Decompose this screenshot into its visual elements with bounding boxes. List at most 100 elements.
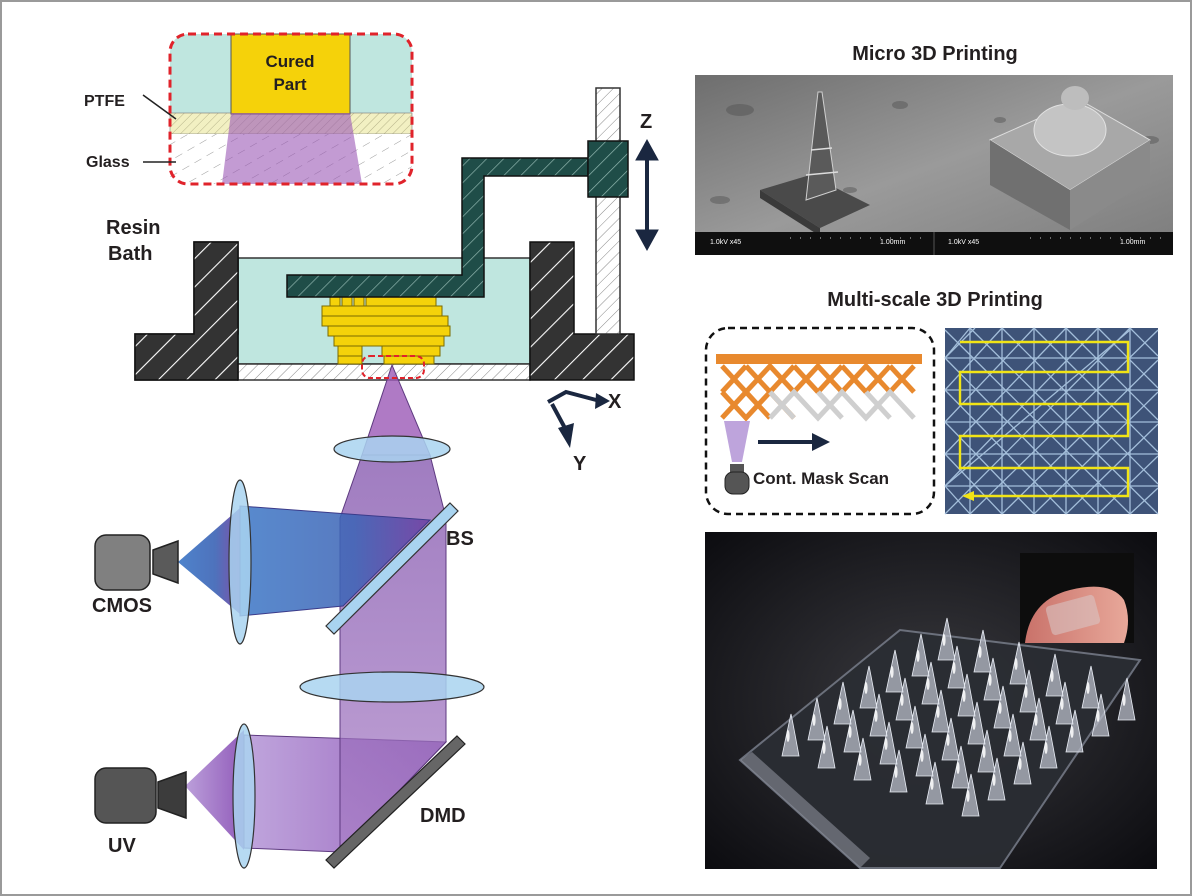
microneedle-highlight (1070, 726, 1074, 738)
lens-uv (232, 723, 256, 869)
microneedle-highlight (1050, 670, 1054, 682)
sem-image: 1.0kV x45 1.00mm 1.0kV x45 1.00mm (695, 75, 1173, 255)
microneedle-highlight (1122, 694, 1126, 706)
microneedle-highlight (1034, 714, 1038, 726)
microneedle (817, 725, 836, 769)
microneedle (983, 657, 1002, 701)
dmd-mirror (325, 735, 466, 869)
cured-label-2: Part (273, 75, 306, 94)
microneedle (937, 617, 956, 661)
multiscale-title: Multi-scale 3D Printing (827, 289, 1043, 311)
microneedle-highlight (982, 746, 986, 758)
microneedle (925, 761, 944, 805)
microneedle (885, 649, 904, 693)
microneedle-highlight (920, 750, 924, 762)
microneedle (967, 701, 986, 745)
microneedle (977, 729, 996, 773)
cured-label-1: Cured (265, 52, 314, 71)
sem-right-info: 1.0kV x45 (948, 239, 979, 246)
cured-part (230, 33, 351, 115)
microneedle-highlight (978, 646, 982, 658)
microneedle-highlight (1018, 758, 1022, 770)
microneedle-highlight (848, 726, 852, 738)
beam-splitter (325, 502, 459, 635)
uv-label: UV (108, 835, 136, 857)
cont-mask-scan-label: Cont. Mask Scan (753, 469, 889, 488)
microneedle-highlight (992, 774, 996, 786)
z-rail (595, 87, 621, 335)
microneedle-highlight (884, 738, 888, 750)
z-label: Z (640, 111, 652, 133)
microneedle-highlight (1060, 698, 1064, 710)
glass-label: Glass (86, 154, 130, 171)
dmd-label: DMD (420, 805, 466, 827)
microneedle-highlight (890, 666, 894, 678)
microneedle-highlight (1008, 730, 1012, 742)
bath-wall-right (529, 241, 635, 381)
bath-wall-left (134, 241, 239, 381)
microneedle (1009, 641, 1028, 685)
microneedle-highlight (858, 754, 862, 766)
bs-label: BS (446, 528, 474, 550)
microneedle-highlight (910, 722, 914, 734)
scan-path-image (944, 327, 1159, 515)
sem-left-scale: 1.00mm (880, 239, 905, 246)
microneedle-highlight (822, 742, 826, 754)
microneedle (947, 645, 966, 689)
microneedle (879, 721, 898, 765)
microneedle-highlight (812, 714, 816, 726)
microneedle (1003, 713, 1022, 757)
microneedle-highlight (1044, 742, 1048, 754)
microneedle-highlight (900, 694, 904, 706)
uv-cone (185, 730, 244, 850)
microneedle-highlight (838, 698, 842, 710)
microneedle (905, 705, 924, 749)
microneedle-highlight (1024, 686, 1028, 698)
lens-top (333, 435, 451, 463)
y-label: Y (573, 453, 587, 475)
microneedle-highlight (916, 650, 920, 662)
microneedle-highlight (894, 766, 898, 778)
microneedle-highlight (942, 634, 946, 646)
sem-right-scale: 1.00mm (1120, 239, 1145, 246)
microneedle (833, 681, 852, 725)
microneedle (1019, 669, 1038, 713)
xy-axes: X Y (547, 389, 622, 475)
microneedle-array (781, 617, 1136, 817)
microneedle (1013, 741, 1032, 785)
microneedle-highlight (988, 674, 992, 686)
microneedle (1029, 697, 1048, 741)
microneedle-highlight (962, 690, 966, 702)
z-carriage (587, 140, 629, 198)
microneedle (1039, 725, 1058, 769)
inset-dashed-frame (168, 32, 414, 186)
microneedle-highlight (1014, 658, 1018, 670)
microneedle (961, 773, 980, 817)
microneedle (807, 697, 826, 741)
microneedle-highlight (864, 682, 868, 694)
microneedle (1045, 653, 1064, 697)
microneedle (957, 673, 976, 717)
microneedle (853, 737, 872, 781)
microneedle (843, 709, 862, 753)
mask-scan-panel: Cont. Mask Scan (704, 326, 936, 516)
printed-part (321, 295, 451, 365)
microneedle-highlight (1086, 682, 1090, 694)
resin-label-2: Bath (108, 243, 152, 265)
microneedle (781, 713, 800, 757)
microneedle-highlight (966, 790, 970, 802)
microneedle (1081, 665, 1100, 709)
microneedle (1055, 681, 1074, 725)
microneedle-highlight (926, 678, 930, 690)
microneedle (931, 689, 950, 733)
callout-marker (361, 355, 425, 379)
microneedle (921, 661, 940, 705)
microneedle (895, 677, 914, 721)
cmos-cone (178, 508, 240, 614)
microneedle-highlight (1096, 710, 1100, 722)
x-label: X (608, 391, 622, 413)
lens-cmos (228, 479, 252, 645)
microneedle-highlight (956, 762, 960, 774)
